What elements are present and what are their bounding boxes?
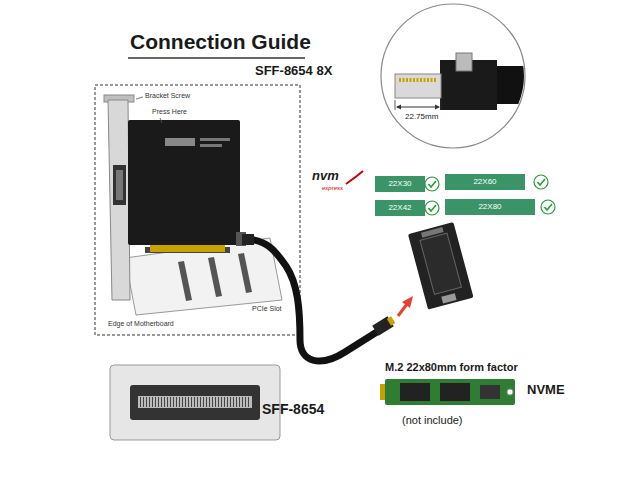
dimension: 22.75mm — [405, 112, 438, 121]
cable — [246, 239, 380, 361]
size-text: 22X42 — [388, 204, 411, 213]
connector-name: SFF-8654 — [262, 401, 324, 417]
zoom-paddle — [395, 74, 441, 98]
note: (not include) — [402, 414, 463, 427]
adapter-connector — [421, 227, 444, 238]
logo-text: express — [322, 185, 343, 192]
zoom-cable — [495, 66, 545, 104]
dimension-arrow — [435, 105, 440, 110]
check-mark — [429, 181, 437, 187]
dimension-line — [397, 107, 439, 108]
product-label: NVME — [527, 383, 565, 398]
ssd-notch — [507, 389, 513, 395]
adapter-board — [408, 222, 474, 310]
pcie-slot — [238, 253, 252, 293]
size-text: 22X30 — [388, 180, 411, 189]
part-label: Bracket Screw — [145, 92, 190, 100]
check-mark — [545, 204, 553, 210]
dimension-tick — [441, 100, 442, 110]
size-chip: 22X42 — [375, 200, 425, 216]
part-label: PCIe Slot — [252, 305, 282, 313]
logo-swoosh — [346, 171, 363, 184]
red-arrow — [398, 304, 407, 316]
connector-name: SFF-8654 8X — [255, 64, 332, 79]
card-marking — [200, 144, 222, 147]
dimension-tick — [395, 100, 396, 110]
check-mark — [429, 205, 437, 211]
check-mark — [425, 201, 439, 215]
zoom-pads — [399, 78, 437, 82]
card-marking — [165, 138, 195, 146]
connector-pins — [140, 397, 250, 407]
check-mark — [534, 175, 548, 189]
part-label: Edge of Motherboard — [108, 320, 174, 328]
check-mark — [425, 175, 555, 215]
pcie-slot — [178, 261, 192, 301]
size-chip: 22X80 — [445, 199, 535, 215]
check-mark — [541, 200, 555, 214]
cable-connector-tip — [387, 316, 395, 325]
m2-ssd — [385, 379, 515, 405]
ssd-chip — [480, 385, 500, 399]
leader-line — [160, 118, 162, 123]
size-chip: 22X30 — [375, 176, 425, 192]
title: Connection Guide — [130, 30, 311, 54]
m2-adapter — [408, 222, 474, 310]
gold-fingers — [150, 245, 225, 252]
product-label: M.2 22x80mm form factor — [385, 361, 518, 374]
size-text: 22X80 — [478, 203, 501, 212]
red-arrow — [402, 296, 413, 308]
motherboard — [125, 238, 282, 315]
leader-line — [136, 97, 143, 99]
bracket-port — [113, 165, 126, 205]
adapter-port — [441, 293, 456, 303]
adapter-slot — [420, 233, 462, 294]
size-text: 22X60 — [473, 178, 496, 187]
ssd-chip — [440, 383, 470, 401]
zoom-latch — [456, 53, 472, 71]
zoom-connector — [395, 53, 545, 110]
dashed-frame — [95, 85, 300, 335]
bracket-port — [116, 170, 123, 200]
check-mark — [538, 179, 546, 185]
pcie-slot — [208, 257, 222, 297]
logo-text: nvm — [312, 169, 339, 184]
card-marking — [200, 138, 230, 141]
size-chip: 22X60 — [445, 174, 525, 190]
connector-socket — [130, 385, 260, 420]
bracket — [108, 100, 130, 300]
pcie-card — [128, 120, 240, 245]
title-underline — [128, 57, 305, 59]
connector-pins — [138, 396, 252, 408]
cable-connector — [242, 234, 254, 245]
check-mark — [425, 177, 439, 191]
dimension-arrow — [396, 105, 401, 110]
part-label: Press Here — [152, 108, 187, 116]
connector-photo — [110, 365, 280, 440]
ssd-chip — [400, 383, 430, 401]
